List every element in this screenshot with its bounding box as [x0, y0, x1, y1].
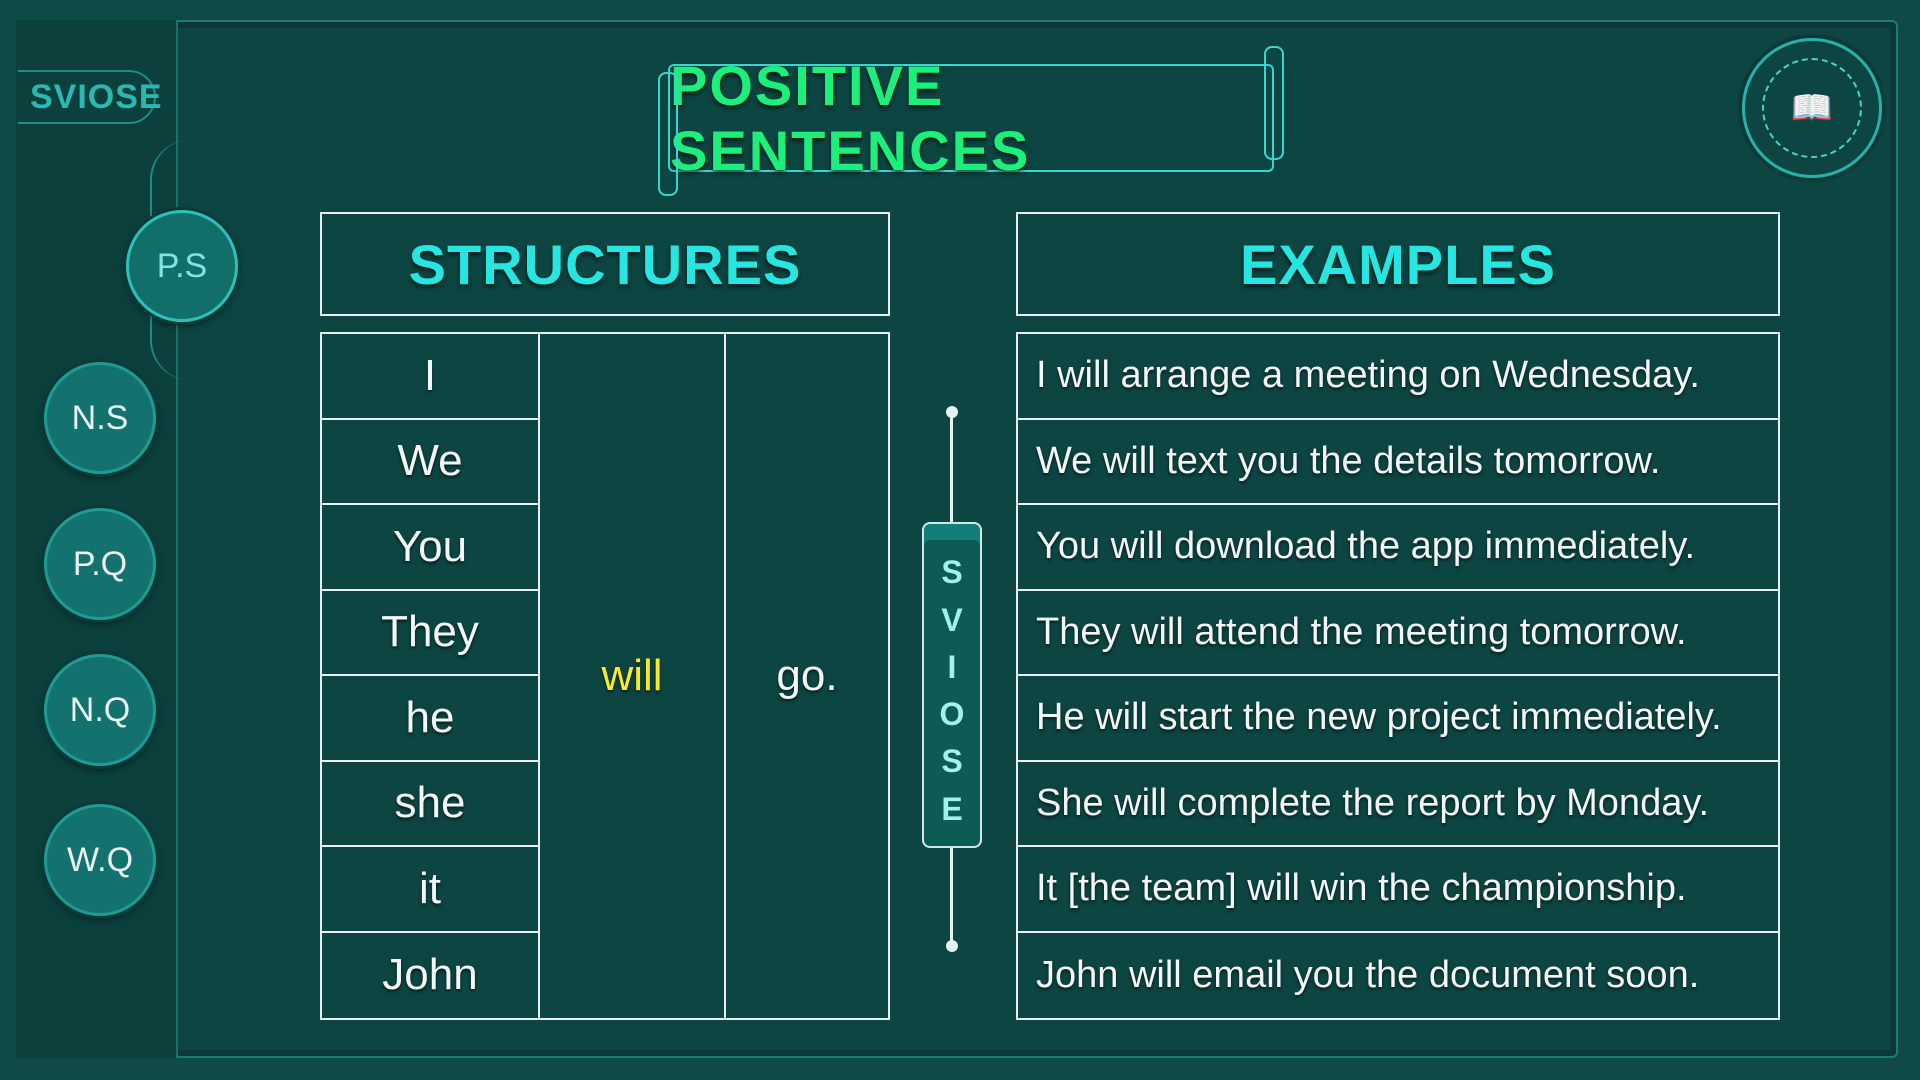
subject-cell: You [322, 505, 540, 591]
nav-button-wq[interactable]: W.Q [44, 804, 156, 916]
subject-cell: she [322, 761, 540, 847]
example-row: It [the team] will win the championship. [1018, 847, 1778, 933]
structures-header: STRUCTURES [320, 212, 890, 316]
subject-cell: I [322, 334, 540, 420]
badge-letter: S [941, 743, 963, 780]
example-row: We will text you the details tomorrow. [1018, 420, 1778, 505]
subject-cell: it [322, 847, 540, 933]
divider-line-bottom [950, 848, 953, 948]
structures-table: I We You They he she it John will go. [320, 332, 890, 1020]
page-title: POSITIVE SENTENCES [670, 54, 1031, 182]
badge-letter: O [939, 696, 965, 733]
examples-header: EXAMPLES [1016, 212, 1780, 316]
example-row: John will email you the document soon. [1036, 953, 1700, 996]
nav-button-ps[interactable]: P.S [126, 210, 238, 322]
badge-letter: I [947, 648, 957, 685]
nav-button-pq[interactable]: P.Q [44, 508, 156, 620]
vertical-brand-badge: S V I O S E [922, 522, 982, 848]
nav-button-label: N.S [71, 398, 129, 437]
structures-header-text: STRUCTURES [408, 232, 802, 296]
subject-cell: They [322, 590, 540, 676]
badge-letter: E [941, 790, 963, 827]
badge-letter: S [941, 554, 963, 591]
brand-logo: SVIOSE [18, 70, 162, 124]
nav-button-label: W.Q [66, 840, 134, 879]
divider-line-top [950, 412, 953, 522]
examples-header-text: EXAMPLES [1239, 232, 1557, 296]
verb-cell: go. [776, 651, 838, 700]
auxiliary-cell: will [540, 334, 726, 1018]
divider-dot-top [946, 406, 958, 418]
example-row: You will download the app immediately. [1018, 505, 1778, 591]
nav-button-label: N.Q [69, 690, 131, 729]
examples-table: I will arrange a meeting on Wednesday. W… [1016, 332, 1780, 1020]
subject-cell: John [322, 932, 540, 1018]
badge-letter: V [941, 601, 963, 638]
nav-button-label: P.S [156, 246, 208, 285]
brand-logo-text: SVIOSE [30, 77, 163, 116]
nav-button-nq[interactable]: N.Q [44, 654, 156, 766]
example-row: They will attend the meeting tomorrow. [1018, 591, 1778, 676]
subject-cell: he [322, 676, 540, 762]
nav-button-label: P.Q [72, 544, 128, 583]
school-emblem: 📖 [1742, 38, 1882, 178]
example-row: I will arrange a meeting on Wednesday. [1018, 334, 1778, 420]
title-banner: POSITIVE SENTENCES [658, 46, 1284, 196]
book-emblem-icon: 📖 [1762, 58, 1862, 158]
subject-cell: We [322, 419, 540, 505]
example-row: She will complete the report by Monday. [1018, 762, 1778, 847]
divider-dot-bottom [946, 940, 958, 952]
nav-button-ns[interactable]: N.S [44, 362, 156, 474]
example-row: He will start the new project immediatel… [1018, 676, 1778, 762]
